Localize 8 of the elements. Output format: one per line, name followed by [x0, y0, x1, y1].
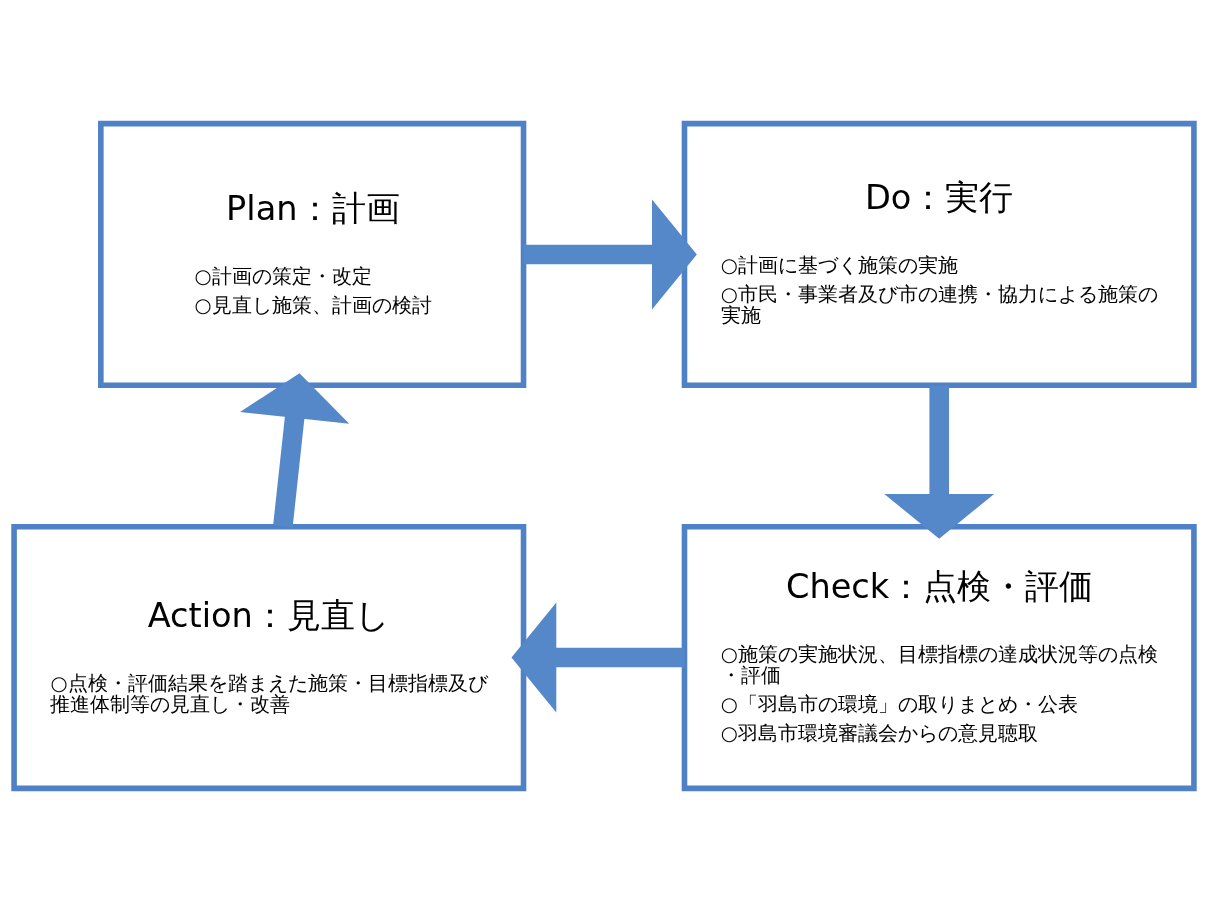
arrow	[884, 385, 995, 539]
arrow	[524, 199, 697, 309]
node-box: Action：見直し ○点検・評価結果を踏まえた施策・目標指標及び推進体制等の見直し・改善	[11, 523, 527, 791]
node-box: Check：点検・評価 ○施策の実施状況、目標指標の達成状況等の点検・評価 ○「羽島市の環境」の取りまとめ・公表 ○羽島市環境審議会からの意見聴取	[681, 523, 1197, 791]
node-box: Plan：計画 ○計画の策定・改定 ○見直し施策、計画の検討	[98, 120, 527, 388]
arrow	[240, 372, 350, 527]
arrow	[511, 602, 685, 712]
node-box: Do：実行 ○計画に基づく施策の実施 ○市民・事業者及び市の連携・協力による施策の実施	[681, 120, 1197, 388]
